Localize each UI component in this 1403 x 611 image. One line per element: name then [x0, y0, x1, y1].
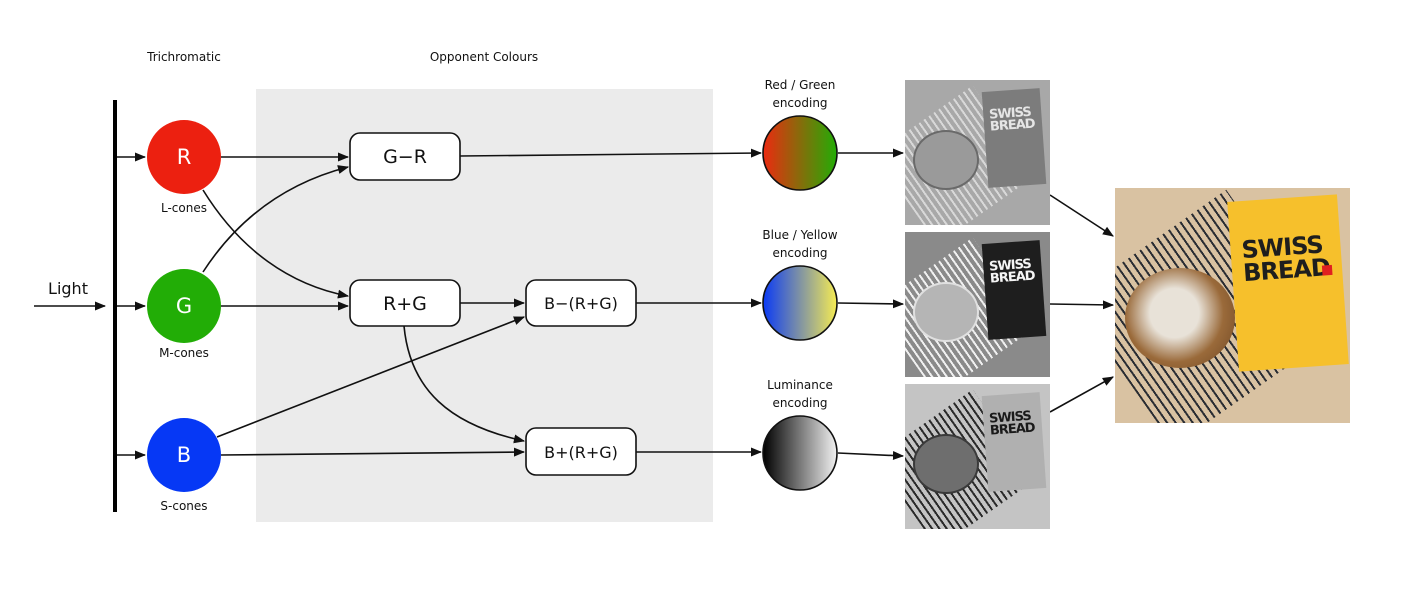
swiss-flag-icon — [1321, 264, 1333, 276]
by-encoding-title: Blue / Yellow — [762, 228, 837, 242]
lum-photo-to-combined — [1049, 376, 1114, 413]
lum-encoding-subtitle: encoding — [772, 396, 827, 410]
g-minus-r-node: G−R — [349, 132, 461, 181]
s-cone-circle — [147, 418, 221, 492]
blue-yellow-encoding: Blue / Yellow encoding — [762, 228, 838, 341]
r-plus-g-label: R+G — [383, 293, 427, 315]
by-encoding-subtitle: encoding — [772, 246, 827, 260]
m-cone-letter: G — [176, 294, 192, 318]
s-cone-label: S-cones — [160, 499, 207, 513]
g-to-gminusr — [202, 165, 350, 273]
s-cone-letter: B — [177, 443, 191, 467]
lum-encoding-circle — [762, 415, 838, 491]
luminance-encoding: Luminance encoding — [762, 378, 838, 491]
l-cone-label: L-cones — [161, 201, 207, 215]
by-book-title-2: BREAD — [989, 268, 1036, 287]
b-plus-rg-node: B+(R+G) — [525, 427, 637, 476]
red-green-encoding: Red / Green encoding — [762, 78, 838, 191]
gminusr-to-rg-encoding — [459, 148, 763, 158]
light-label: Light — [48, 279, 88, 298]
opponent-heading: Opponent Colours — [430, 50, 538, 64]
r-to-rplusg — [202, 189, 350, 299]
m-cone-label: M-cones — [159, 346, 209, 360]
by-encoding-circle — [762, 265, 838, 341]
s-cone-node: B S-cones — [147, 418, 221, 513]
rplusg-to-bplusrg — [403, 325, 526, 444]
m-cone-circle — [147, 269, 221, 343]
b-minus-rg-node: B−(R+G) — [525, 279, 637, 327]
b-to-bplusrg — [220, 447, 526, 457]
b-to-bminusrg — [216, 316, 526, 438]
rg-encoding-circle — [762, 115, 838, 191]
m-cone-node: G M-cones — [147, 269, 221, 360]
by-encoding-to-photo — [837, 299, 905, 309]
l-cone-letter: R — [177, 145, 192, 169]
rg-photo-to-combined — [1049, 194, 1114, 237]
receptor-bar — [113, 100, 117, 512]
l-cone-node: R L-cones — [147, 120, 221, 215]
l-cone-circle — [147, 120, 221, 194]
by-photo-to-combined — [1049, 300, 1115, 310]
b-minus-rg-label: B−(R+G) — [544, 294, 618, 313]
trichromatic-heading: Trichromatic — [146, 50, 221, 64]
rg-book-title-2: BREAD — [989, 116, 1036, 135]
rg-encoding-subtitle: encoding — [772, 96, 827, 110]
g-minus-r-label: G−R — [383, 146, 427, 168]
r-plus-g-node: R+G — [349, 279, 461, 327]
rg-encoding-title: Red / Green — [765, 78, 836, 92]
lum-book-title-2: BREAD — [989, 420, 1036, 439]
lum-encoding-to-photo — [837, 451, 905, 461]
combined-book-title-2: BREAD — [1242, 252, 1331, 287]
b-plus-rg-label: B+(R+G) — [544, 443, 618, 462]
lum-encoding-title: Luminance — [767, 378, 833, 392]
